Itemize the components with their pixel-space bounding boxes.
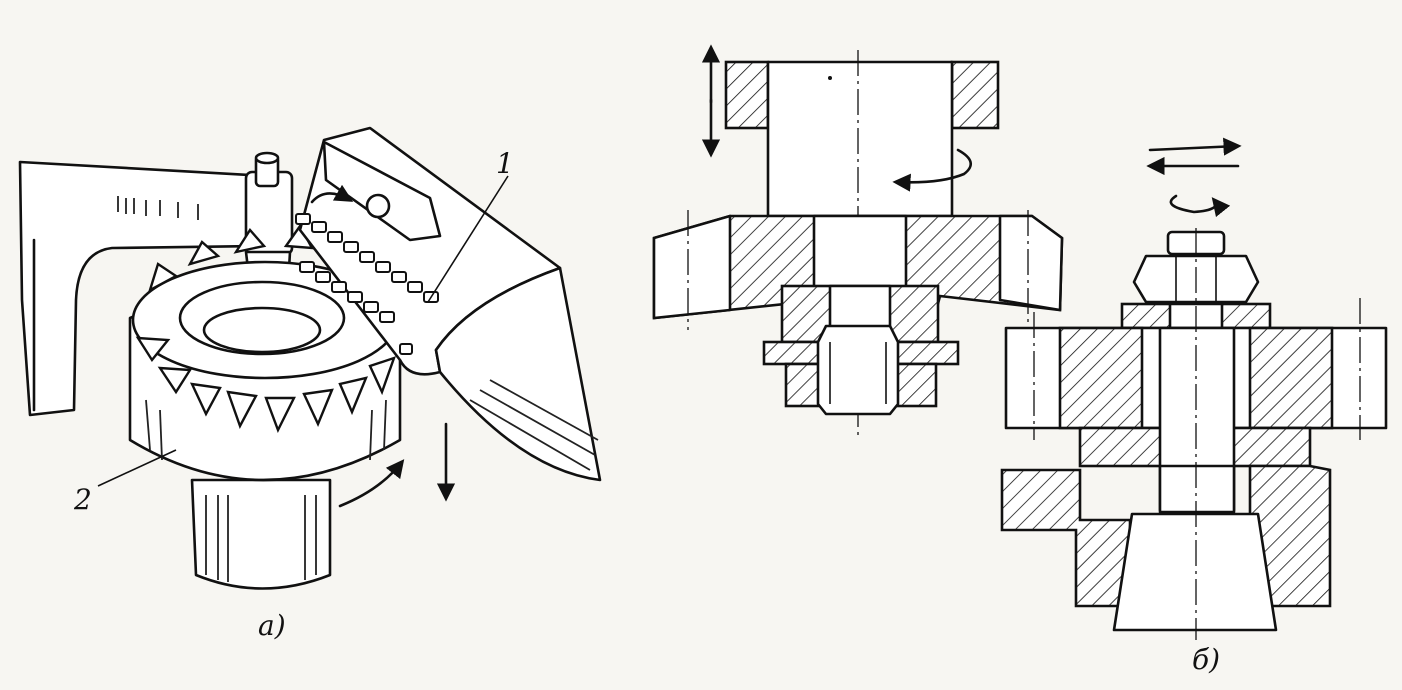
chain-band bbox=[295, 126, 602, 482]
rotation-arrow-icon bbox=[338, 459, 405, 508]
callout-number: 1 bbox=[496, 147, 514, 180]
machine-frame bbox=[18, 160, 270, 417]
gear-wheel bbox=[128, 223, 402, 590]
rotation-arrow-icon bbox=[892, 148, 972, 192]
horizontal-double-arrow-icon bbox=[1148, 137, 1242, 156]
callout-number: 2 bbox=[74, 483, 92, 516]
panel-b-left-section bbox=[652, 50, 1064, 436]
panel-a-drawing bbox=[18, 126, 602, 590]
panel-caption: a) bbox=[258, 609, 286, 642]
rotation-arrow-icon bbox=[310, 184, 354, 204]
rotation-arrow-icon bbox=[1169, 194, 1231, 218]
panel-caption: б) bbox=[1192, 643, 1221, 676]
panel-b-right-section bbox=[1000, 137, 1388, 640]
